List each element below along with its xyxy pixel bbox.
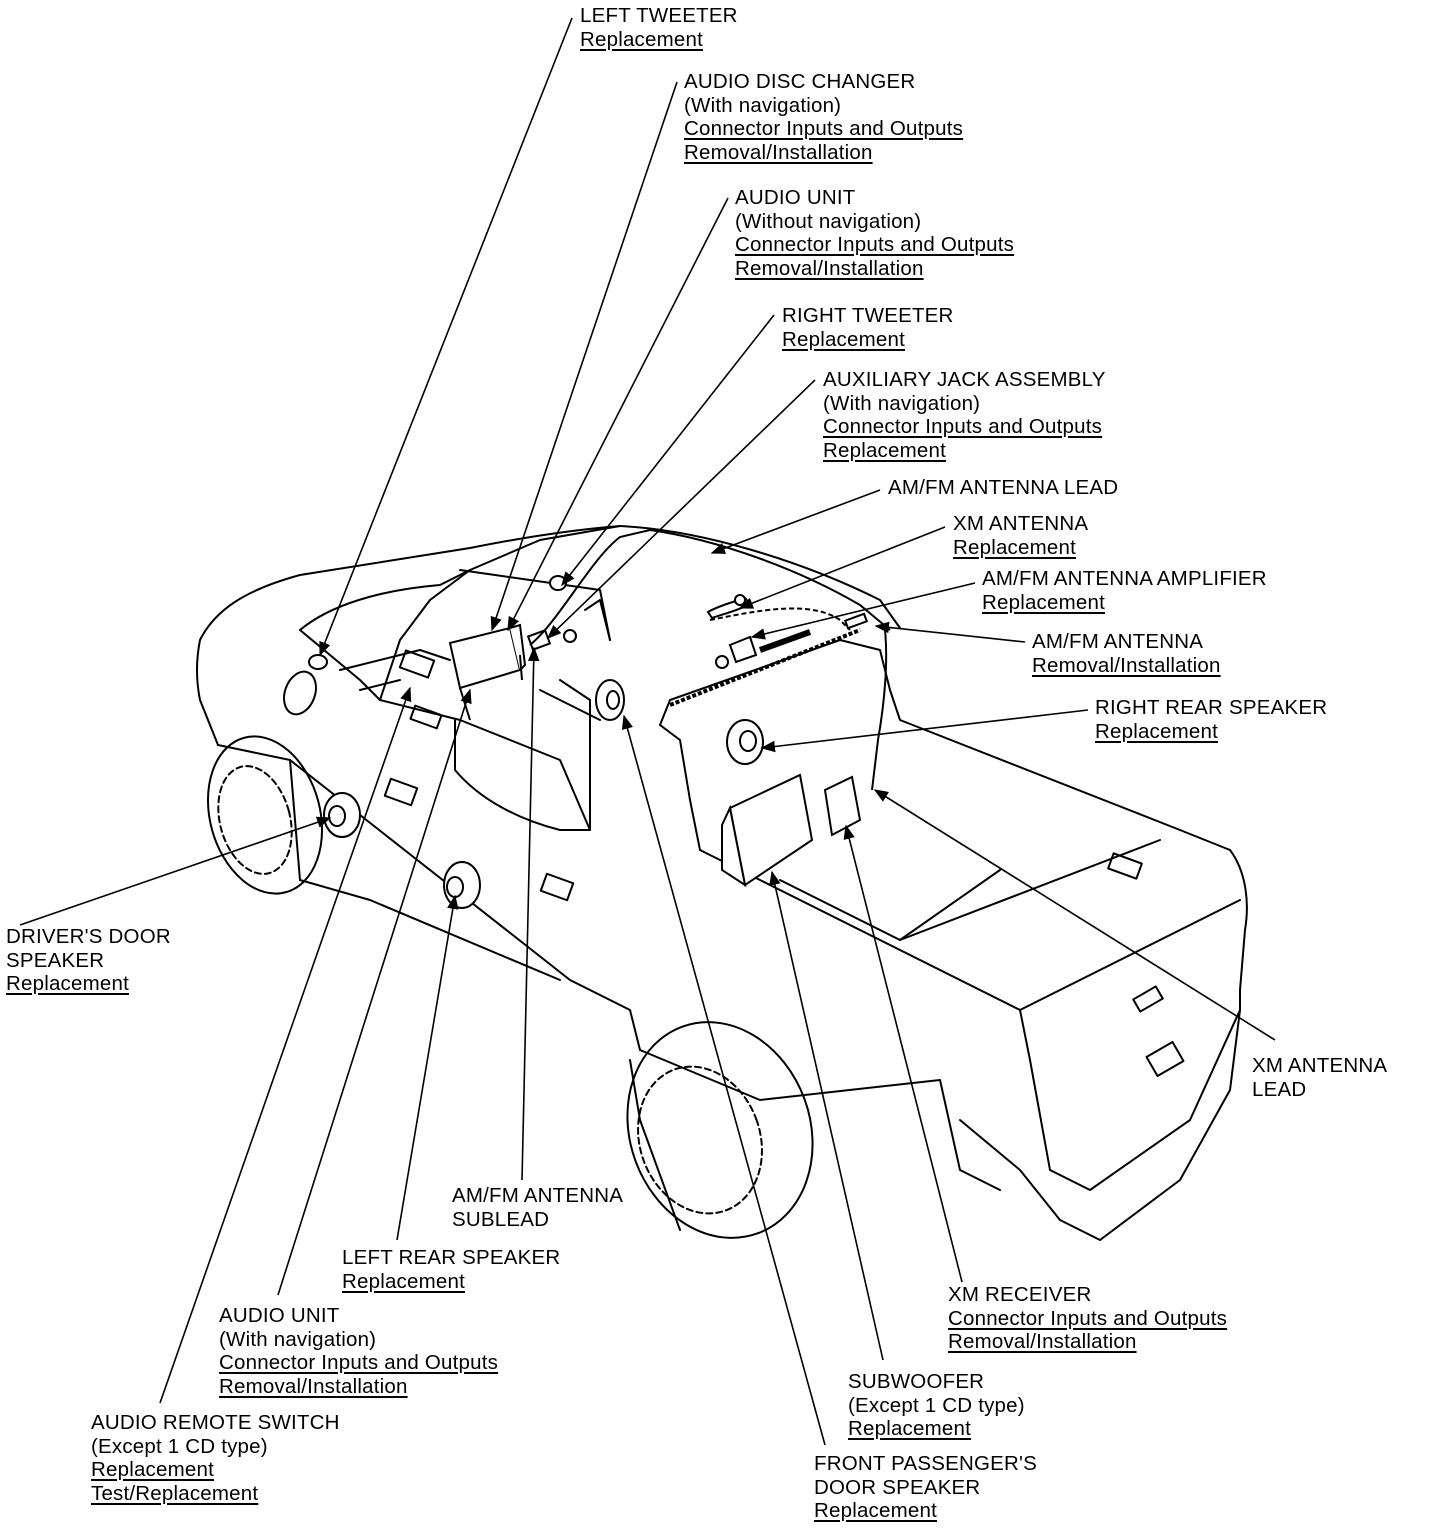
label-note: (Without navigation) [735,209,922,233]
leader-right-rear-speaker [760,709,1089,753]
link-replacement[interactable]: Replacement [91,1458,214,1481]
link-replacement[interactable]: Replacement [6,972,129,995]
label-title: RIGHT REAR SPEAKER [1095,696,1328,719]
link-test-replacement[interactable]: Test/Replacement [91,1481,259,1505]
label-right-tweeter: RIGHT TWEETER Replacement [782,304,954,351]
link-removal-installation[interactable]: Removal/Installation [684,140,873,164]
label-title: AUXILIARY JACK ASSEMBLY [823,368,1106,391]
link-removal-installation[interactable]: Removal/Installation [735,256,924,280]
link-removal-installation[interactable]: Removal/Installation [1032,653,1221,677]
leader-xm-receiver [843,824,963,1283]
leader-amfm-antenna [874,621,1026,643]
label-right-rear-speaker: RIGHT REAR SPEAKER Replacement [1095,696,1327,743]
link-replacement[interactable]: Replacement [1095,719,1218,743]
leader-lines [19,17,1276,1446]
label-subwoofer: SUBWOOFER (Except 1 CD type) Replacement [848,1370,1025,1441]
link-replacement[interactable]: Replacement [823,438,946,462]
leader-aux-jack [546,379,816,640]
leader-xm-antenna [738,526,946,609]
label-title: AM/FM ANTENNA AMPLIFIER [982,567,1267,590]
link-replacement[interactable]: Replacement [342,1269,465,1293]
label-title: AM/FM ANTENNA LEAD [888,476,1119,499]
label-note: (Except 1 CD type) [848,1393,1025,1417]
label-note: (Except 1 CD type) [91,1434,268,1458]
link-replacement[interactable]: Replacement [814,1499,937,1522]
label-left-rear-speaker: LEFT REAR SPEAKER Replacement [342,1246,560,1293]
leader-subwoofer [769,870,884,1361]
label-title: LEFT REAR SPEAKER [342,1246,561,1269]
label-title: AUDIO UNIT [219,1304,340,1327]
label-title-line2: LEAD [1252,1077,1307,1101]
label-audio-remote-switch: AUDIO REMOTE SWITCH (Except 1 CD type) R… [91,1411,340,1505]
link-removal-installation[interactable]: Removal/Installation [948,1330,1137,1353]
label-amfm-antenna-sublead: AM/FM ANTENNA SUBLEAD [452,1184,623,1231]
label-audio-disc-changer: AUDIO DISC CHANGER (With navigation) Con… [684,70,963,164]
leader-front-passenger-door-speaker [621,714,826,1446]
leader-left-rear-speaker [396,894,459,1241]
label-title: RIGHT TWEETER [782,304,954,327]
link-replacement[interactable]: Replacement [580,27,703,51]
label-xm-antenna: XM ANTENNA Replacement [953,512,1088,559]
xm-receiver-box [823,775,862,837]
leader-audio-unit-without-nav [507,197,729,632]
link-connector-inputs-outputs[interactable]: Connector Inputs and Outputs [219,1351,499,1374]
audio-components [308,575,869,909]
link-replacement[interactable]: Replacement [848,1417,971,1440]
aux-jack [526,629,552,651]
leader-amfm-antenna-lead [710,489,881,554]
link-replacement[interactable]: Replacement [782,327,905,351]
link-replacement[interactable]: Replacement [982,590,1105,614]
label-audio-unit-with-nav: AUDIO UNIT (With navigation) Connector I… [219,1304,498,1398]
label-amfm-antenna: AM/FM ANTENNA Removal/Installation [1032,630,1221,677]
label-title: AUDIO UNIT [735,186,856,209]
label-front-passenger-door-speaker: FRONT PASSENGER'S DOOR SPEAKER Replaceme… [814,1452,1037,1523]
leader-audio-disc-changer [490,81,678,632]
label-drivers-door-speaker: DRIVER'S DOOR SPEAKER Replacement [6,925,171,996]
label-note: (With navigation) [823,391,981,415]
label-title: AUDIO DISC CHANGER [684,70,916,93]
link-removal-installation[interactable]: Removal/Installation [219,1374,408,1398]
leader-amfm-antenna-amplifier [750,582,976,640]
audio-unit-box [448,626,522,690]
leader-amfm-antenna-sublead [521,646,540,1181]
label-title: SUBWOOFER [848,1370,985,1393]
label-amfm-antenna-lead: AM/FM ANTENNA LEAD [888,476,1118,500]
link-connector-inputs-outputs[interactable]: Connector Inputs and Outputs [948,1306,1228,1330]
label-title-line2: SPEAKER [6,948,105,972]
label-note: (With navigation) [684,93,842,117]
link-connector-inputs-outputs[interactable]: Connector Inputs and Outputs [823,415,1103,438]
link-connector-inputs-outputs[interactable]: Connector Inputs and Outputs [684,117,964,140]
label-title: AM/FM ANTENNA [1032,630,1204,653]
label-title: XM ANTENNA [953,512,1089,535]
label-title: LEFT TWEETER [580,4,738,27]
label-audio-unit-without-nav: AUDIO UNIT (Without navigation) Connecto… [735,186,1014,280]
label-left-tweeter: LEFT TWEETER Replacement [580,4,738,51]
label-title-line1: XM ANTENNA [1252,1054,1388,1077]
link-replacement[interactable]: Replacement [953,535,1076,559]
leader-audio-remote-switch [159,686,412,1404]
label-note: (With navigation) [219,1327,377,1351]
label-amfm-antenna-amplifier: AM/FM ANTENNA AMPLIFIER Replacement [982,567,1267,614]
label-title-line2: SUBLEAD [452,1207,550,1231]
label-xm-receiver: XM RECEIVER Connector Inputs and Outputs… [948,1283,1227,1354]
label-xm-antenna-lead: XM ANTENNA LEAD [1252,1054,1387,1101]
left-tweeter [308,654,328,670]
label-auxiliary-jack: AUXILIARY JACK ASSEMBLY (With navigation… [823,368,1106,462]
leader-xm-antenna-lead [873,789,1276,1041]
leader-right-tweeter [561,314,775,587]
leader-audio-unit-with-nav [277,688,472,1296]
label-title-line2: DOOR SPEAKER [814,1475,981,1499]
label-title: AUDIO REMOTE SWITCH [91,1411,340,1434]
leader-left-tweeter [319,17,573,657]
label-title: XM RECEIVER [948,1283,1092,1306]
label-title-line1: DRIVER'S DOOR [6,925,171,948]
leader-drivers-door-speaker [19,816,332,926]
link-connector-inputs-outputs[interactable]: Connector Inputs and Outputs [735,233,1015,256]
label-title-line1: AM/FM ANTENNA [452,1184,624,1207]
label-title-line1: FRONT PASSENGER'S [814,1452,1037,1475]
